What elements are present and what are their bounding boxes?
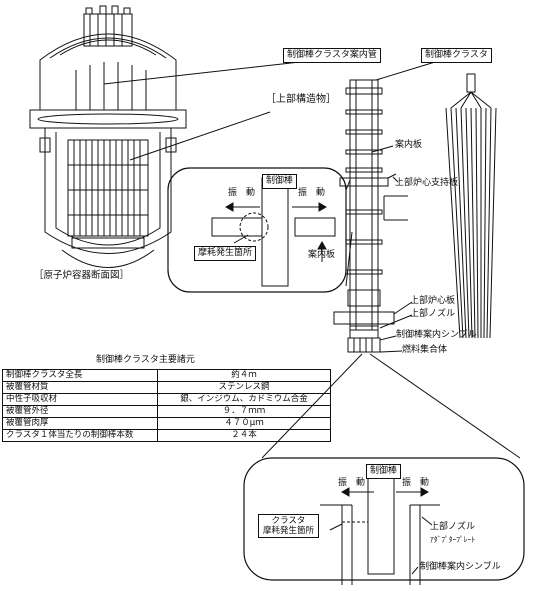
fuel-assembly-label: 燃料集合体	[402, 345, 448, 355]
vessel-caption: ［原子炉容器断面図］	[34, 270, 130, 281]
table-row: 制御棒クラスタ全長 約４ｍ	[2, 369, 331, 382]
upper-core-plate-label: 上部炉心板	[410, 296, 456, 306]
upper-nozzle-label: 上部ノズル	[410, 309, 456, 319]
spec-key: 被覆管外径	[2, 405, 158, 418]
spec-key: 中性子吸収材	[2, 393, 158, 406]
table-row: 被覆管材質 ステンレス鋼	[2, 381, 331, 394]
control-rod-cluster-drawing	[445, 73, 497, 339]
cluster-leader-line	[375, 61, 436, 81]
vibration-right-upper: 振 動	[298, 188, 326, 198]
upper-core-support-plate-label: 上部炉心支持板	[395, 178, 459, 188]
table-row: 被覆管外径 ９．７ｍｍ	[2, 405, 331, 418]
spec-value: 銀、インジウム、カドミウム合金	[157, 393, 331, 406]
guide-tube-drawing	[333, 79, 408, 353]
spec-key: 制御棒クラスタ全長	[2, 369, 158, 382]
control-rod-label-lower: 制御棒	[366, 464, 402, 479]
spec-value: ステンレス鋼	[157, 381, 331, 394]
table-row: クラスタ１体当たりの制御棒本数 ２４本	[2, 429, 331, 442]
cluster-title-label: 制御棒クラスタ	[421, 48, 492, 63]
spec-key: 被覆管材質	[2, 381, 158, 394]
spec-table-title: 制御棒クラスタ主要諸元	[96, 355, 195, 365]
adapter-plate-label: ｱﾀﾞﾌﾟﾀｰﾌﾟﾚｰﾄ	[430, 535, 475, 544]
spec-table: 制御棒クラスタ全長 約４ｍ 被覆管材質 ステンレス鋼 中性子吸収材 銀、インジウ…	[2, 369, 331, 442]
vessel-leader-line-2	[129, 111, 271, 161]
table-row: 中性子吸収材 銀、インジウム、カドミウム合金	[2, 393, 331, 406]
nozzle-callout	[243, 457, 525, 581]
vibration-left-lower: 振 動	[338, 478, 366, 488]
spec-value: ４７０μｍ	[157, 417, 331, 430]
vibration-right-lower: 振 動	[402, 478, 430, 488]
spec-value: ２４本	[157, 429, 331, 442]
upper-nozzle-label-callout: 上部ノズル	[430, 522, 476, 532]
cluster-wear-point-box: クラスタ 摩耗発生箇所	[258, 514, 320, 538]
reactor-vessel-drawing	[29, 5, 187, 268]
control-rod-label-upper: 制御棒	[262, 174, 298, 189]
guide-plate-label: 案内板	[395, 140, 423, 150]
guide-thimble-label-callout: 制御棒案内シンブル	[420, 562, 501, 572]
spec-key: クラスタ１体当たりの制御棒本数	[2, 429, 158, 442]
guide-plate-callout	[167, 167, 347, 293]
upper-structure-label: ［上部構造物］	[266, 94, 336, 105]
upper-rod-drawing	[261, 177, 289, 287]
vessel-leader-line	[103, 61, 301, 85]
vibration-left-upper: 振 動	[228, 188, 256, 198]
table-row: 被覆管肉厚 ４７０μｍ	[2, 417, 331, 430]
spec-value: ９．７ｍｍ	[157, 405, 331, 418]
cluster-wear-point-line2: 摩耗発生箇所	[263, 526, 315, 536]
spec-value: 約４ｍ	[157, 369, 331, 382]
wear-point-label-upper: 摩耗発生箇所	[194, 246, 257, 261]
spec-key: 被覆管肉厚	[2, 417, 158, 430]
guide-plate-label-callout: 案内板	[308, 250, 336, 260]
guide-thimble-label: 制御棒案内シンブル	[396, 330, 477, 340]
guide-tube-title-label: 制御棒クラスタ案内管	[283, 48, 381, 63]
cluster-wear-point-line1: クラスタ	[271, 516, 306, 526]
